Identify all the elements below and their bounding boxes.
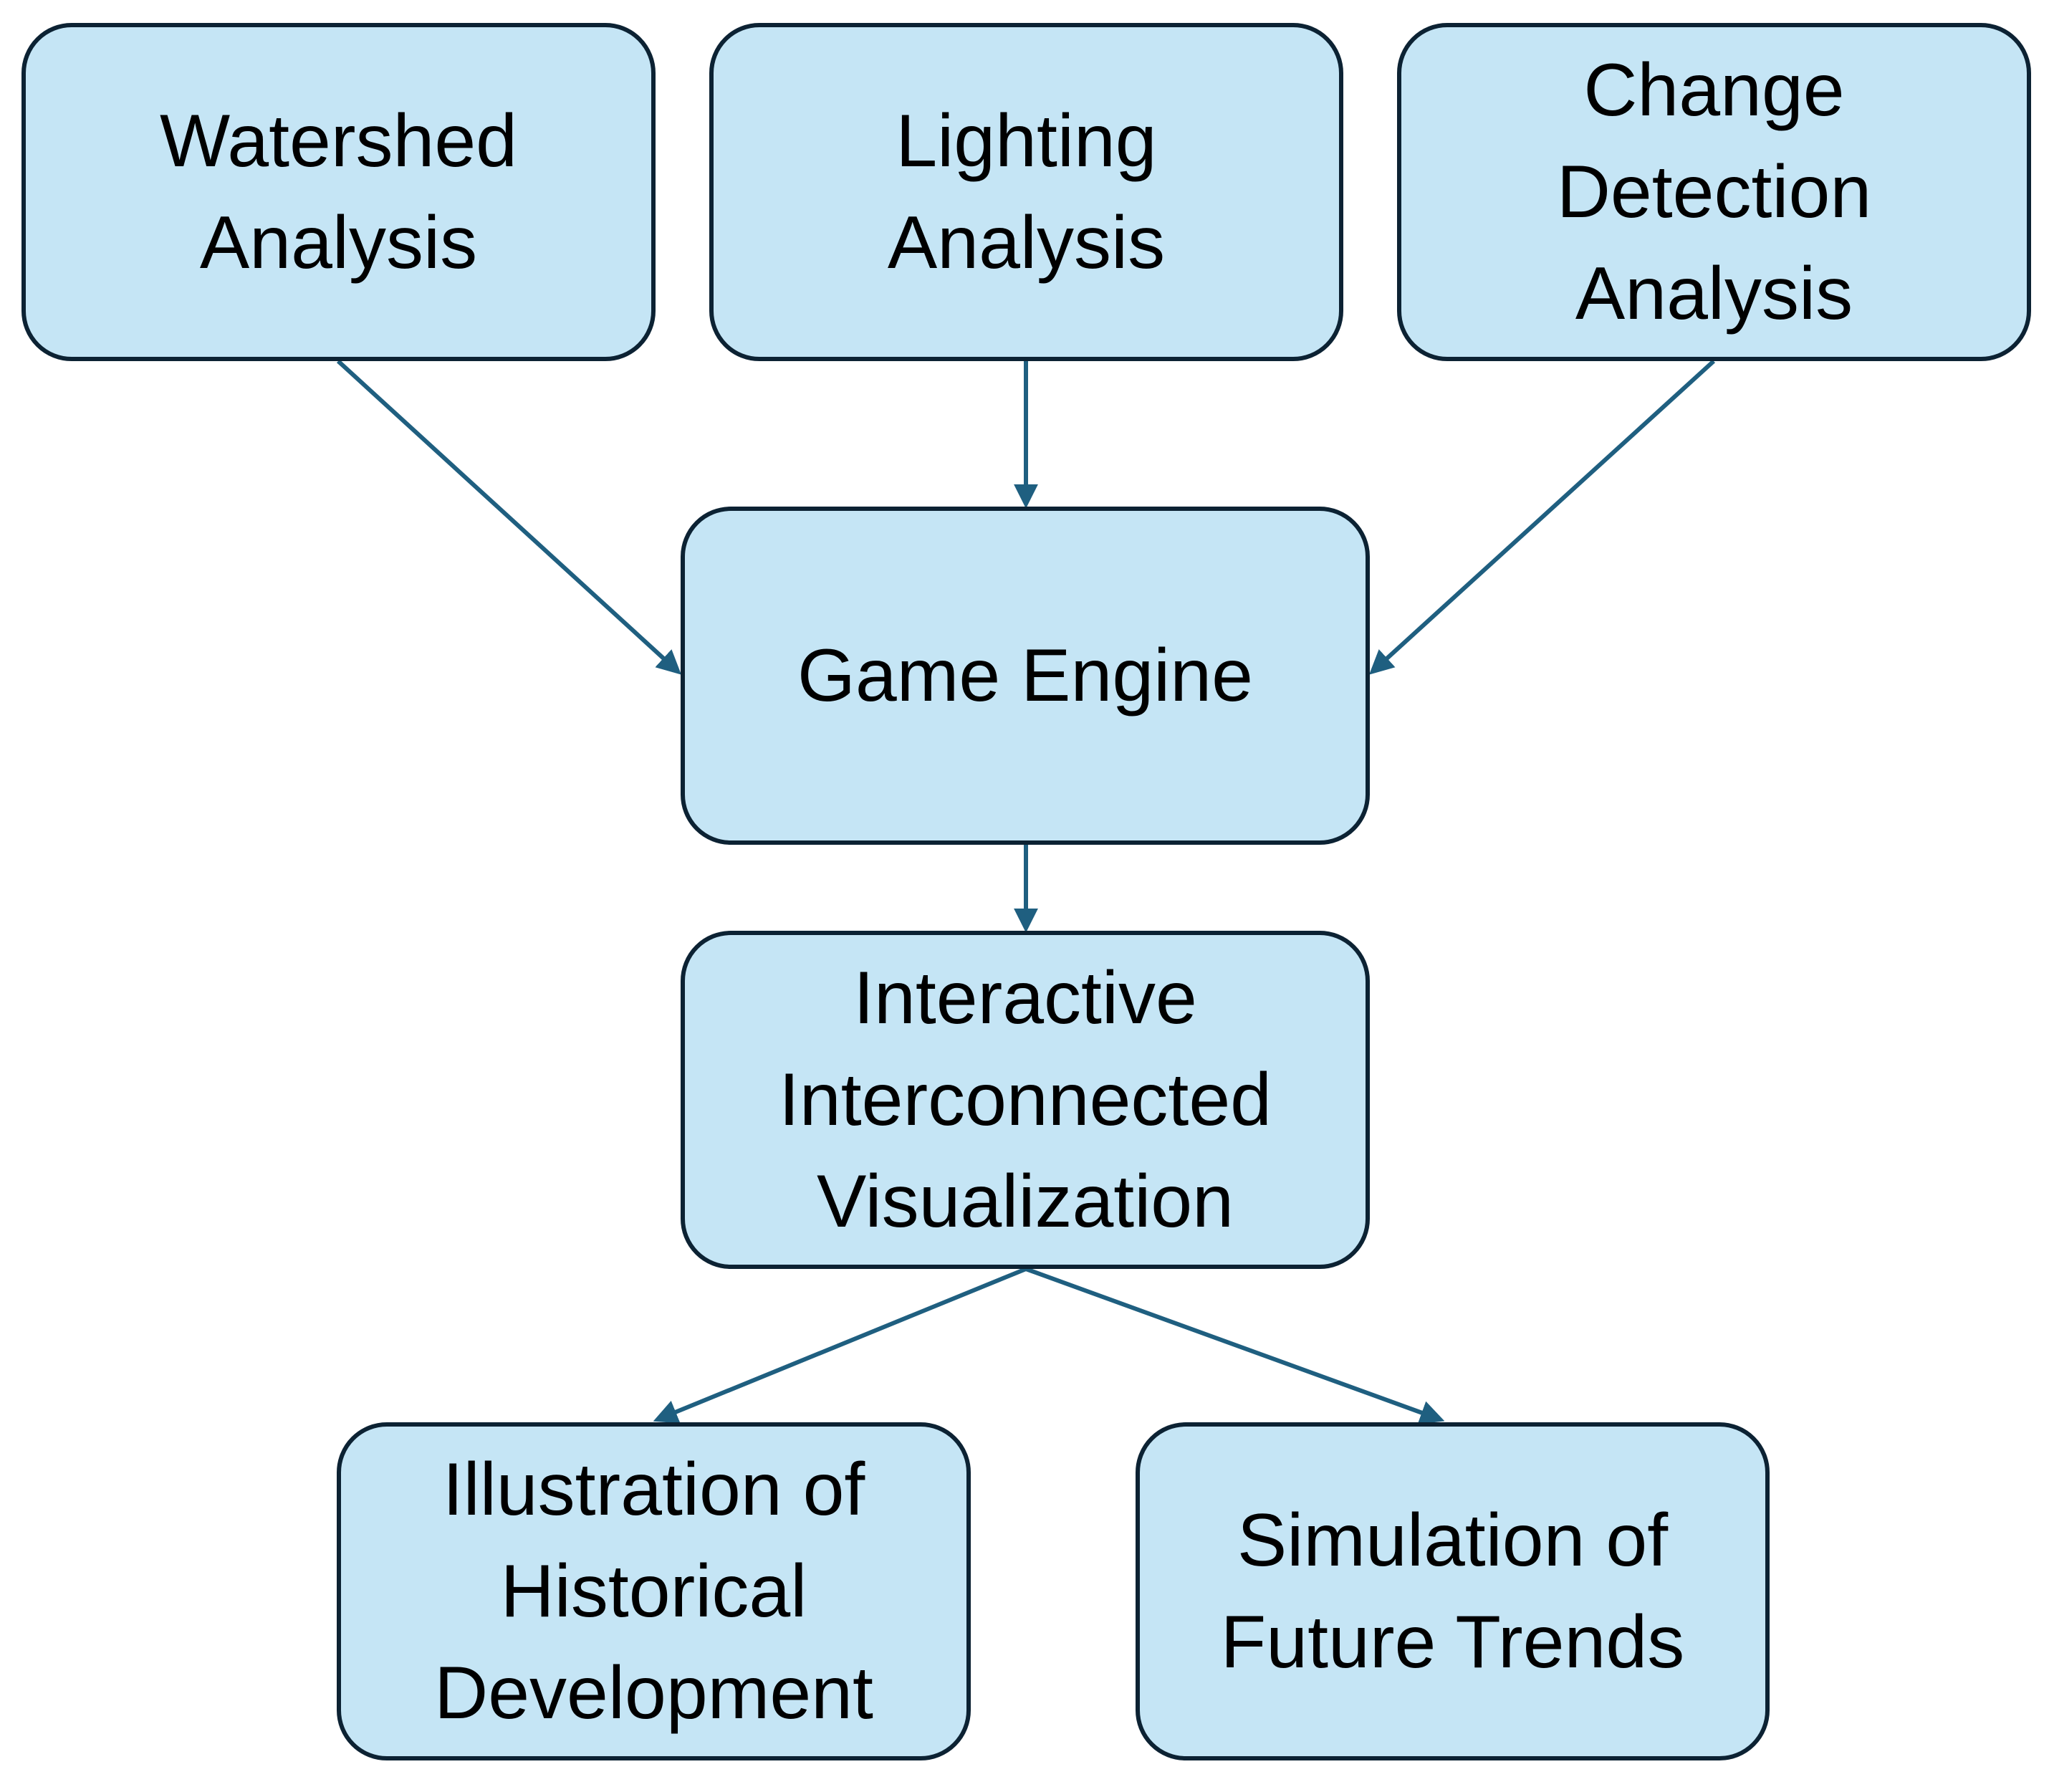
arrow-visualization-to-illustration — [653, 1267, 1027, 1424]
arrow-visualization-to-simulation — [1024, 1267, 1445, 1424]
node-simulation-future-trends-label: Simulation of Future Trends — [1220, 1499, 1685, 1684]
arrow-watershed-to-game-engine — [336, 359, 682, 675]
node-illustration-historical-development: Illustration of Historical Development — [337, 1422, 971, 1760]
node-game-engine: Game Engine — [681, 507, 1370, 845]
node-change-detection-analysis: Change Detection Analysis — [1397, 23, 2031, 361]
node-interactive-visualization: Interactive Interconnected Visualization — [681, 931, 1370, 1269]
node-interactive-visualization-label: Interactive Interconnected Visualization — [778, 957, 1272, 1243]
node-illustration-historical-development-label: Illustration of Historical Development — [434, 1448, 873, 1735]
node-watershed-analysis: Watershed Analysis — [21, 23, 656, 361]
node-lighting-analysis: Lighting Analysis — [709, 23, 1343, 361]
node-simulation-future-trends: Simulation of Future Trends — [1136, 1422, 1770, 1760]
arrow-change-detection-to-game-engine — [1368, 359, 1716, 675]
node-game-engine-label: Game Engine — [797, 634, 1253, 717]
node-lighting-analysis-label: Lighting Analysis — [887, 100, 1166, 284]
node-change-detection-analysis-label: Change Detection Analysis — [1556, 49, 1872, 335]
node-watershed-analysis-label: Watershed Analysis — [159, 100, 518, 284]
